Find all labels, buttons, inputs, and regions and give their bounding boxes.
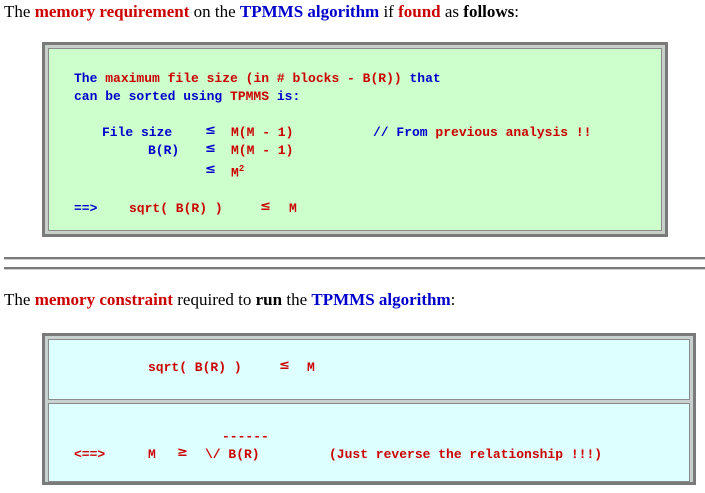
leq-symbol: ≤	[205, 123, 216, 138]
m-symbol: M	[289, 201, 297, 216]
file-size-label: File size	[102, 125, 173, 140]
m-base: M	[231, 165, 239, 181]
constraint-bottom-cell: ------ <==> M ≥ \/ B(R) (Just reverse th…	[48, 403, 690, 482]
box1-text: is:	[269, 89, 301, 104]
box1-text: can be sorted using	[74, 89, 231, 104]
intro-text: :	[514, 2, 520, 21]
requirement-box: The maximum file size (in # blocks - B(R…	[42, 42, 668, 237]
intro-text: if	[379, 2, 399, 21]
box1-line-2: can be sorted using TPMMS is:	[74, 89, 300, 104]
divider-line	[4, 267, 705, 270]
divider-line	[4, 257, 705, 260]
leq-symbol: ≤	[205, 141, 216, 156]
box1-text: that	[401, 71, 441, 86]
exponent: 2	[238, 164, 245, 174]
intro-paragraph: The memory requirement on the TPMMS algo…	[4, 2, 519, 22]
br-label: B(R)	[148, 143, 180, 158]
root-expr: \/ B(R)	[205, 447, 260, 462]
tpmms-algorithm-term: TPMMS algorithm	[239, 2, 380, 21]
intro-text: The	[4, 2, 35, 21]
constraint-paragraph: The memory constraint required to run th…	[4, 290, 455, 310]
equivalence-arrow: <==>	[74, 447, 106, 462]
found-term: found	[398, 2, 441, 21]
box1-text: maximum file size (in # blocks - B(R))	[105, 71, 402, 86]
comment-text: // From	[373, 125, 436, 140]
constraint-top-cell: sqrt( B(R) ) ≤ M	[48, 339, 690, 400]
comment: // From previous analysis !!	[373, 125, 591, 140]
tpmms-algorithm-term: TPMMS algorithm	[311, 290, 451, 309]
intro-text: required to	[173, 290, 256, 309]
m-symbol: M	[148, 447, 156, 462]
comment-text: previous analysis !!	[435, 125, 592, 140]
mm1-expr: M(M - 1)	[231, 143, 294, 158]
memory-constraint-term: memory constraint	[34, 290, 174, 309]
intro-text: :	[450, 290, 456, 309]
memory-requirement-term: memory requirement	[34, 2, 190, 21]
leq-symbol: ≤	[279, 358, 290, 373]
m-symbol: M	[307, 360, 315, 375]
box1-text: TPMMS	[230, 89, 270, 104]
reverse-note: (Just reverse the relationship !!!)	[329, 447, 603, 462]
m-squared: M2	[231, 164, 244, 180]
box1-line-1: The maximum file size (in # blocks - B(R…	[74, 71, 441, 86]
intro-text: The	[4, 290, 35, 309]
run-term: run	[255, 290, 283, 309]
intro-text: the	[282, 290, 312, 309]
intro-text: as	[440, 2, 464, 21]
box1-text: The	[74, 71, 106, 86]
leq-symbol: ≤	[205, 162, 216, 177]
requirement-box-inner: The maximum file size (in # blocks - B(R…	[48, 48, 662, 231]
leq-symbol: ≤	[260, 199, 271, 214]
constraint-box: sqrt( B(R) ) ≤ M ------ <==> M ≥ \/ B(R)…	[42, 333, 696, 485]
implies-arrow: ==>	[74, 201, 98, 216]
sqrt-expr: sqrt( B(R) )	[148, 360, 242, 375]
sqrt-expr: sqrt( B(R) )	[129, 201, 223, 216]
mm1-expr: M(M - 1)	[231, 125, 294, 140]
root-bar: ------	[222, 429, 269, 444]
follows-term: follows	[463, 2, 515, 21]
intro-text: on the	[189, 2, 240, 21]
geq-symbol: ≥	[177, 445, 188, 460]
